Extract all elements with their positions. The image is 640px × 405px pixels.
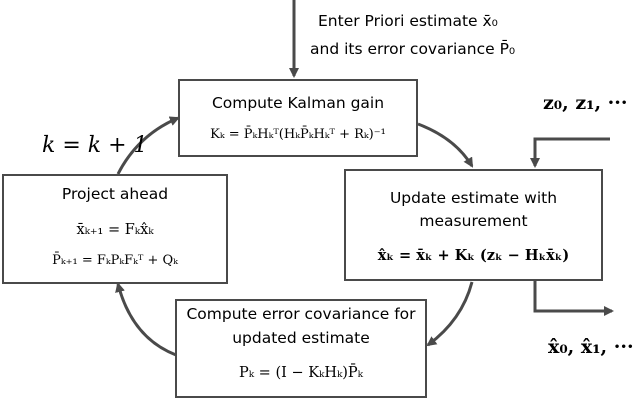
project-ahead-title: Project ahead xyxy=(61,185,169,203)
output-arrow xyxy=(533,281,614,316)
error-covariance-title-2: updated estimate xyxy=(232,329,370,347)
update-estimate-title-1: Update estimate with xyxy=(389,189,558,207)
measurement-sequence: 𝐳₀, 𝐳₁, ··· xyxy=(543,92,628,114)
project-ahead-state-equation: x̄ₖ₊₁ = Fₖx̂ₖ xyxy=(76,222,154,238)
kalman-gain-title: Compute Kalman gain xyxy=(211,94,385,112)
cycle-arrow-update-to-covariance xyxy=(426,281,474,347)
init-line2: and its error covariance P̄₀ xyxy=(310,40,516,58)
cycle-arrow-covariance-to-project xyxy=(115,282,177,357)
cycle-arrow-gain-to-update xyxy=(417,122,474,168)
project-ahead-box: Project ahead x̄ₖ₊₁ = Fₖx̂ₖ P̄ₖ₊₁ = FₖPₖ… xyxy=(2,174,228,284)
update-estimate-box: Update estimate with measurement x̂ₖ = x… xyxy=(344,169,603,281)
iteration-counter: k = k + 1 xyxy=(42,133,148,158)
error-covariance-box: Compute error covariance for updated est… xyxy=(175,299,427,398)
project-ahead-covariance-equation: P̄ₖ₊₁ = FₖPₖFₖᵀ + Qₖ xyxy=(52,253,178,268)
kalman-gain-equation: Kₖ = P̄ₖHₖᵀ(HₖP̄ₖHₖᵀ + Rₖ)⁻¹ xyxy=(210,127,386,142)
output-sequence: x̂₀, x̂₁, ··· xyxy=(548,336,634,358)
kalman-gain-box: Compute Kalman gain Kₖ = P̄ₖHₖᵀ(HₖP̄ₖHₖᵀ… xyxy=(178,79,418,157)
error-covariance-title-1: Compute error covariance for xyxy=(186,305,416,323)
error-covariance-equation: Pₖ = (I − KₖHₖ)P̄ₖ xyxy=(239,365,363,381)
update-estimate-title-2: measurement xyxy=(419,212,528,230)
cycle-arrow-project-to-gain xyxy=(116,116,180,175)
measurement-arrow xyxy=(530,137,610,168)
init-line1: Enter Priori estimate x̄₀ xyxy=(318,12,498,30)
update-estimate-equation: x̂ₖ = x̄ₖ + Kₖ (zₖ − Hₖx̄ₖ) xyxy=(377,247,570,264)
